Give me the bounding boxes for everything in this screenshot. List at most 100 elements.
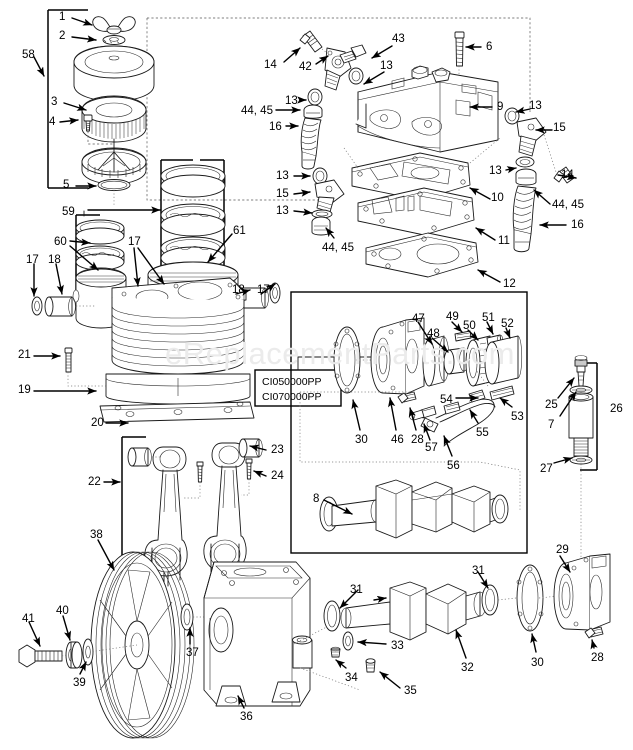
callout-oil-filter: 52 <box>501 318 514 330</box>
callout-o-ring: 13 <box>380 60 393 72</box>
callout-cylinder-stud: 21 <box>18 349 31 361</box>
callout-fitting: 43 <box>392 33 405 45</box>
part-seal-37 <box>180 603 210 631</box>
callout-fitting-nipple: 49 <box>446 311 459 323</box>
callout-dipstick-cap: 25 <box>545 399 558 411</box>
callout-flywheel: 38 <box>90 529 103 541</box>
callout-crankshaft-bearing: 31 <box>350 584 363 596</box>
callout-crankcase: 36 <box>240 711 253 723</box>
part-seal-48 <box>443 347 469 375</box>
part-filter-base <box>81 138 147 185</box>
callout-drain-plug: 34 <box>345 672 358 684</box>
callout-retaining-ring: 17 <box>128 236 141 248</box>
callout-connecting-rod-assembly: 22 <box>88 476 101 488</box>
part-bearing-carrier-29 <box>553 553 611 631</box>
part-valve-gasket-11 <box>357 187 475 236</box>
callout-low-pressure-piston-rings: 60 <box>54 236 67 248</box>
part-elbow-15-right <box>516 117 547 157</box>
part-wing-nut <box>92 16 136 35</box>
part-filter-element <box>81 95 147 143</box>
callout-crankshaft-bearing: 31 <box>472 565 485 577</box>
callout-flywheel-bolt: 41 <box>22 613 35 625</box>
callout-air-filter-assembly: 58 <box>22 49 35 61</box>
callout-tube-nut-and-sleeve: 44, 45 <box>552 199 584 211</box>
part-seal-33 <box>342 631 354 651</box>
callout-carrier-bolt: 28 <box>411 434 424 446</box>
part-sight-glass-35 <box>365 658 376 673</box>
callout-lock-washer: 39 <box>73 677 86 689</box>
callout-bearing-carrier-rear: 29 <box>556 544 569 556</box>
part-fitting-43 <box>339 44 367 64</box>
part-lock-washer-39 <box>82 638 94 666</box>
callout-intercooler-tube: 16 <box>269 121 282 133</box>
part-head-bolt-6 <box>454 31 465 100</box>
callout-crankshaft-seal: 37 <box>186 647 199 659</box>
part-base-gasket <box>99 401 255 423</box>
callout-retaining-ring: 17 <box>257 284 270 296</box>
part-carrier-bolt-28b <box>584 626 604 639</box>
callout-shaft-seal: 48 <box>427 328 440 340</box>
callout-o-ring: 13 <box>489 165 502 177</box>
part-tube-16-right <box>512 185 537 253</box>
part-breather-body-26 <box>568 392 594 457</box>
part-bearing-31-left <box>323 600 341 632</box>
callout-rod-bushing: 23 <box>271 444 284 456</box>
part-filter-housing <box>73 45 155 102</box>
callout-oil-line-connector: 57 <box>425 442 438 454</box>
part-bearing-31-right <box>481 584 517 616</box>
part-carrier-gasket-30b <box>516 564 559 632</box>
callout-bearing-carrier-gasket: 30 <box>531 657 544 669</box>
part-filter-gasket <box>97 179 131 205</box>
part-flywheel-bolt-41 <box>18 644 138 668</box>
part-oring-13a <box>348 67 364 85</box>
callout-oil-line-fitting: 54 <box>440 394 453 406</box>
callout-filter-element: 3 <box>51 96 58 108</box>
callout-o-ring: 13 <box>276 205 289 217</box>
watermark: eReplacementParts.com <box>165 336 515 371</box>
part-cylinder-block <box>105 277 251 405</box>
callout-retaining-ring: 17 <box>26 254 39 266</box>
callout-head-bolt: 6 <box>486 41 493 53</box>
callout-wing-nut: 1 <box>59 11 66 23</box>
callout-oil-line-nipple: 53 <box>511 411 524 423</box>
callout-tube-nut-and-sleeve: 44, 45 <box>322 242 354 254</box>
part-elbow-15-left <box>314 179 345 213</box>
callout-tube-nut-and-sleeve: 44, 45 <box>241 105 273 117</box>
callout-plug: 51 <box>482 312 495 324</box>
callout-check-valve-bracket: 42 <box>299 61 312 73</box>
callout-breather-assembly: 26 <box>610 403 623 415</box>
part-tube-16-left <box>300 117 322 170</box>
callout-valve-plate-screw: 14 <box>561 169 574 181</box>
part-plug-34 <box>330 646 341 658</box>
part-nut-4445-bottom <box>311 216 331 236</box>
callout-intercooler-tube: 16 <box>571 219 584 231</box>
part-flywheel-38 <box>90 551 195 739</box>
part-dipstick-25 <box>574 355 588 387</box>
callout-tube-elbow: 15 <box>553 122 566 134</box>
part-head-gasket-12 <box>365 232 479 278</box>
callout-breather-washer: 27 <box>540 463 553 475</box>
callout-bearing-carrier: 46 <box>391 434 404 446</box>
part-bearing-carrier-46 <box>370 317 425 395</box>
part-carrier-bolt-28 <box>397 391 417 404</box>
callout-leaders <box>28 17 598 709</box>
callout-head-gasket: 12 <box>503 278 516 290</box>
part-oring-13e <box>312 167 328 185</box>
part-oring-13d-right <box>515 156 535 168</box>
callout-flywheel-washer: 40 <box>56 605 69 617</box>
callout-rod-bolt: 24 <box>271 470 284 482</box>
part-filter-screw <box>83 114 114 145</box>
callout-counterweight-shaft: 32 <box>461 662 474 674</box>
part-connecting-rod-2 <box>203 438 263 583</box>
part-bolt-14-left <box>299 30 333 58</box>
part-washer-2 <box>102 35 126 45</box>
callout-tube-elbow: 15 <box>276 188 289 200</box>
part-cylinder-head <box>355 65 499 153</box>
part-retaining-ring-left <box>31 296 43 316</box>
part-lp-rings <box>75 219 125 271</box>
part-oil-filter-52 <box>484 335 523 385</box>
callout-cylinder-block: 19 <box>18 384 31 396</box>
part-nipple-53 <box>475 369 515 401</box>
part-cylinder-stud <box>64 347 106 387</box>
